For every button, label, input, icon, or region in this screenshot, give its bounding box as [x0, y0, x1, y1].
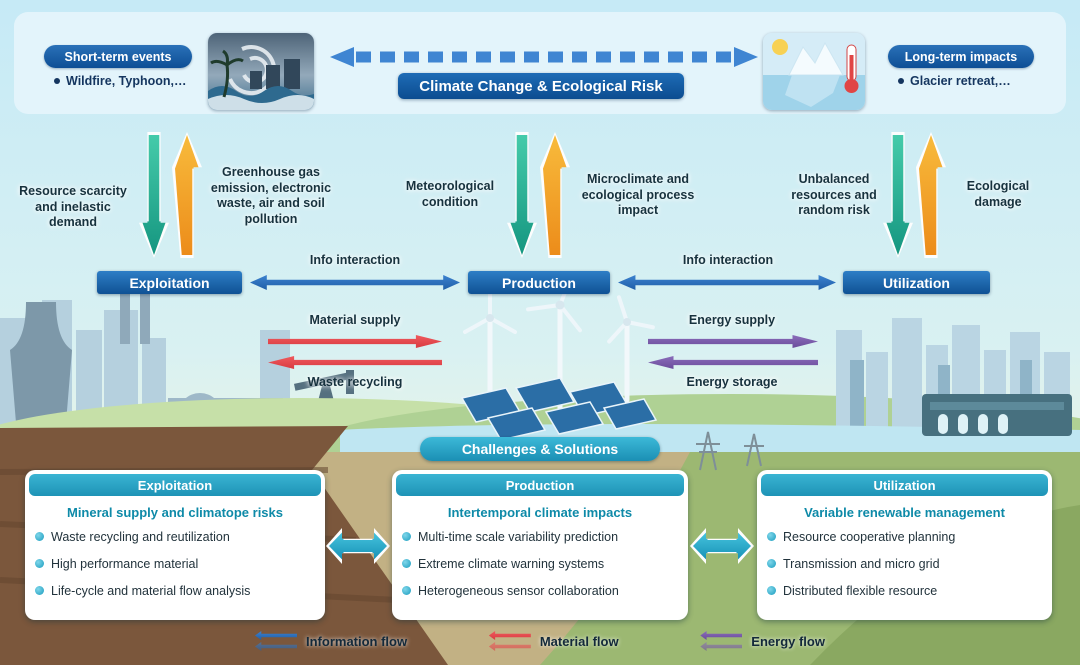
- label-info-interaction-left: Info interaction: [309, 253, 401, 267]
- legend-label: Energy flow: [751, 633, 825, 649]
- list-item: Extreme climate warning systems: [396, 551, 684, 578]
- bullet-dot-icon: [54, 78, 60, 84]
- challenges-solutions-banner: Challenges & Solutions: [420, 437, 660, 461]
- short-term-events-badge: Short-term events: [44, 45, 192, 68]
- node-exploitation: Exploitation: [97, 271, 242, 294]
- card-production-header: Production: [396, 474, 684, 496]
- label-meteorological-condition: Meteorological condition: [405, 179, 495, 209]
- material-flow-arrow-icon: [488, 631, 531, 651]
- card-production: Production Intertemporal climate impacts…: [392, 470, 688, 620]
- list-item: Multi-time scale variability prediction: [396, 524, 684, 551]
- energy-flow-arrow-icon: [700, 631, 743, 651]
- list-item: Heterogeneous sensor collaboration: [396, 578, 684, 605]
- label-energy-supply: Energy supply: [688, 313, 776, 327]
- short-term-item: Wildfire, Typhoon,…: [54, 74, 214, 88]
- list-item: Waste recycling and reutilization: [29, 524, 321, 551]
- label-resource-scarcity: Resource scarcity and inelastic demand: [19, 184, 127, 230]
- flow-legend: Information flow Material flow Energy fl…: [255, 628, 825, 654]
- typhoon-image: [208, 33, 314, 110]
- list-item: Distributed flexible resource: [761, 578, 1048, 605]
- legend-label: Material flow: [539, 633, 619, 649]
- label-unbalanced-resources: Unbalanced resources and random risk: [791, 172, 877, 218]
- label-microclimate-impact: Microclimate and ecological process impa…: [581, 172, 695, 218]
- typhoon-illustration: [208, 33, 314, 110]
- list-item: Resource cooperative planning: [761, 524, 1048, 551]
- card-utilization-header: Utilization: [761, 474, 1048, 496]
- label-ecological-damage: Ecological damage: [966, 179, 1030, 209]
- label-greenhouse-emission: Greenhouse gas emission, electronic wast…: [210, 165, 332, 226]
- iceberg-image: [763, 33, 865, 110]
- label-info-interaction-right: Info interaction: [682, 253, 774, 267]
- long-term-item-label: Glacier retreat,…: [910, 74, 1011, 88]
- label-material-supply: Material supply: [309, 313, 401, 327]
- card-exploitation: Exploitation Mineral supply and climatop…: [25, 470, 325, 620]
- card-exploitation-subtitle: Mineral supply and climatope risks: [66, 505, 283, 520]
- short-term-item-label: Wildfire, Typhoon,…: [66, 74, 187, 88]
- card-production-subtitle: Intertemporal climate impacts: [447, 505, 633, 520]
- bullet-dot-icon: [898, 78, 904, 84]
- iceberg-illustration: [763, 33, 865, 110]
- card-utilization: Utilization Variable renewable managemen…: [757, 470, 1052, 620]
- legend-material-flow: Material flow: [488, 631, 619, 651]
- card-exploitation-header: Exploitation: [29, 474, 321, 496]
- page-title: Climate Change & Ecological Risk: [398, 73, 684, 99]
- long-term-item: Glacier retreat,…: [898, 74, 1058, 88]
- information-flow-arrow-icon: [255, 631, 297, 651]
- node-utilization: Utilization: [843, 271, 990, 294]
- list-item: Life-cycle and material flow analysis: [29, 578, 321, 605]
- label-waste-recycling: Waste recycling: [307, 375, 403, 389]
- label-energy-storage: Energy storage: [686, 375, 778, 389]
- climate-risk-double-arrow-icon: [330, 47, 758, 67]
- list-item: Transmission and micro grid: [761, 551, 1048, 578]
- card-utilization-subtitle: Variable renewable management: [804, 505, 1005, 520]
- long-term-impacts-badge: Long-term impacts: [888, 45, 1034, 68]
- node-production: Production: [468, 271, 610, 294]
- list-item: High performance material: [29, 551, 321, 578]
- legend-label: Information flow: [306, 633, 408, 649]
- legend-information-flow: Information flow: [255, 631, 407, 651]
- legend-energy-flow: Energy flow: [700, 631, 825, 651]
